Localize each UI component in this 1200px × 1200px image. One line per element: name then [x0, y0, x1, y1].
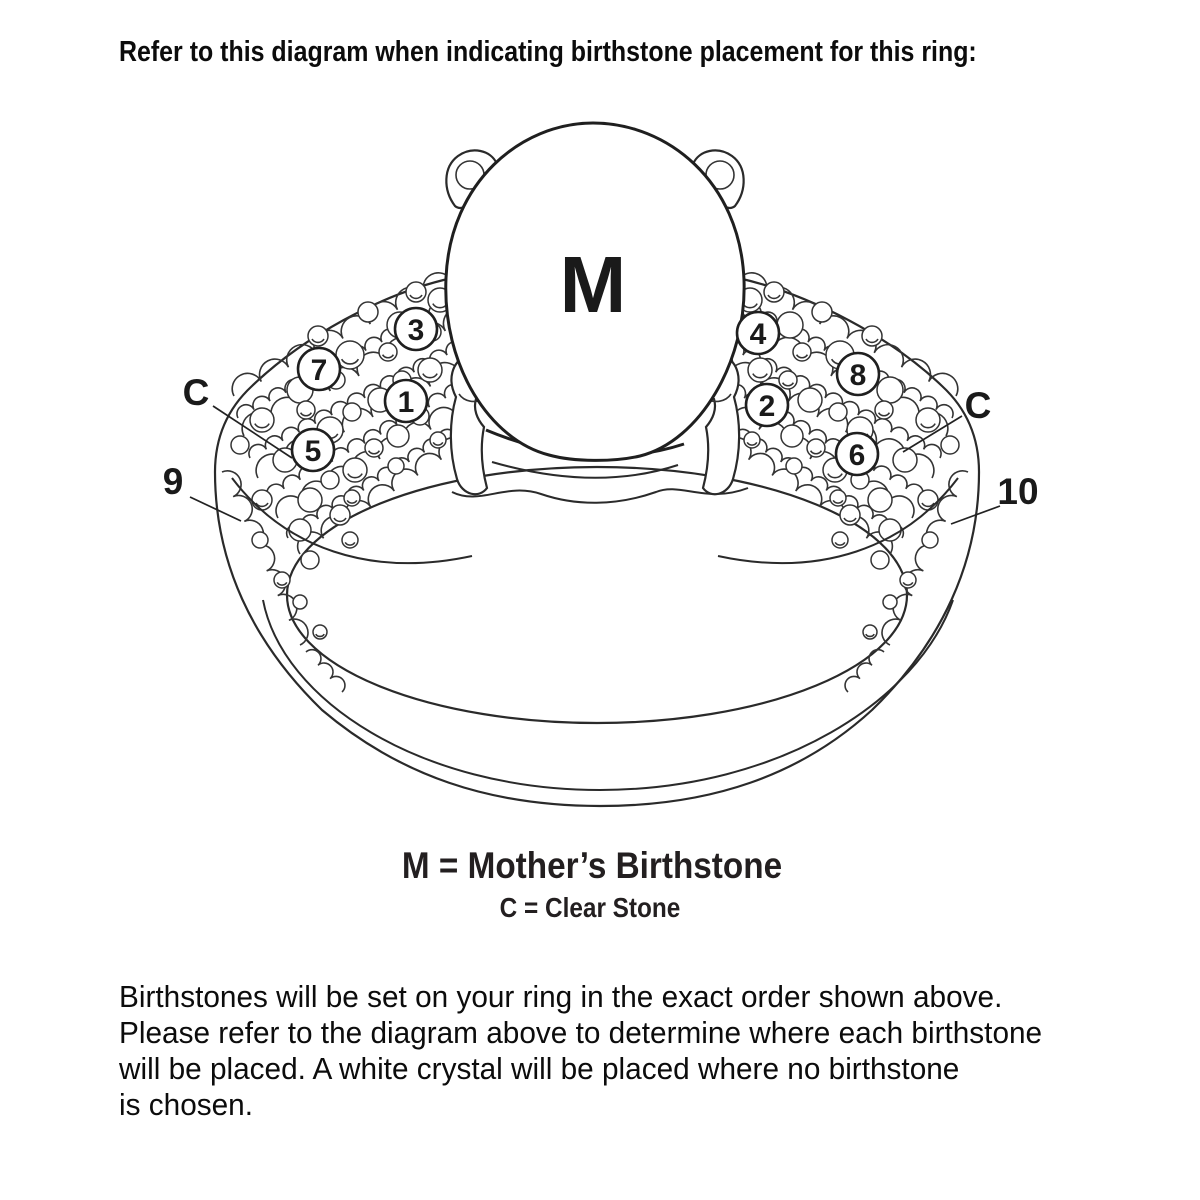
left-c-leader-line	[212, 405, 293, 459]
position-marker-3: 3	[393, 306, 439, 352]
footer-line: is chosen.	[119, 1087, 253, 1122]
left-clear-stone-label: C	[183, 372, 210, 413]
position-marker-7: 7	[296, 346, 342, 392]
svg-text:5: 5	[305, 435, 322, 468]
left-shoulder-pave	[221, 272, 489, 693]
footer-line: Birthstones will be set on your ring in …	[119, 979, 1003, 1014]
position-marker-8: 8	[835, 351, 881, 397]
svg-text:4: 4	[750, 318, 767, 351]
svg-text:8: 8	[850, 359, 867, 392]
svg-text:6: 6	[849, 439, 866, 472]
footer-line: Please refer to the diagram above to det…	[119, 1015, 1043, 1050]
legend-mother-birthstone: M = Mother’s Birthstone	[401, 845, 783, 886]
footer-instructions: Birthstones will be set on your ring in …	[119, 979, 1042, 1123]
legend-clear-stone: C = Clear Stone	[499, 892, 681, 923]
position-marker-1: 1	[383, 378, 429, 424]
svg-text:1: 1	[398, 386, 415, 419]
position-marker-2: 2	[744, 382, 790, 428]
svg-text:7: 7	[311, 354, 328, 387]
band-inner-edge	[262, 599, 954, 792]
position-9-leader-line	[189, 496, 242, 522]
svg-text:3: 3	[408, 314, 425, 347]
center-stone-label: M	[560, 240, 627, 329]
ring-hole	[285, 465, 909, 725]
position-marker-4: 4	[735, 310, 781, 356]
position-marker-6: 6	[834, 431, 880, 477]
footer-line: will be placed. A white crystal will be …	[119, 1051, 960, 1086]
center-stone	[444, 121, 746, 462]
right-c-leader-line	[902, 415, 963, 453]
position-marker-5: 5	[290, 427, 336, 473]
position-10-label: 10	[997, 471, 1038, 512]
position-10-leader-line	[950, 505, 1001, 525]
page-title: Refer to this diagram when indicating bi…	[119, 36, 977, 68]
position-9-label: 9	[163, 461, 184, 502]
svg-text:2: 2	[759, 390, 776, 423]
right-clear-stone-label: C	[965, 385, 992, 426]
